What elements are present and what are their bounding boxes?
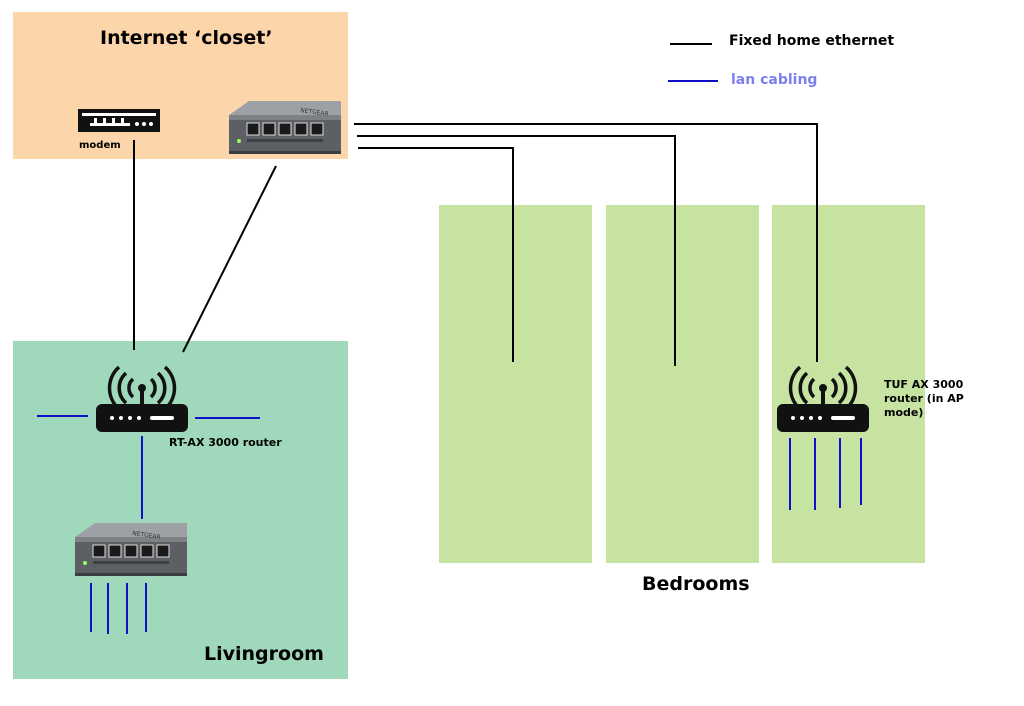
livingroom-area: [13, 341, 348, 679]
modem-icon: [78, 109, 160, 132]
rt-ax3000-router-icon: [94, 365, 190, 434]
livingroom-label: Livingroom: [204, 643, 324, 665]
livingroom-switch-icon: [74, 522, 188, 577]
modem-label: modem: [79, 140, 121, 151]
switch-to-bedroom2-line: [357, 135, 676, 366]
livingroom-switch-brand: NETGEAR: [132, 530, 161, 541]
bedroom-2: [606, 205, 759, 563]
legend-fixed-label: Fixed home ethernet: [729, 33, 895, 49]
fixed-ethernet-lines: [133, 43, 818, 366]
bedroom-3: [772, 205, 925, 563]
tuf-ax3000-router-icon: [775, 365, 871, 434]
switch-to-router-line: [182, 165, 277, 353]
lan-cabling-lines: [37, 80, 862, 634]
closet-switch-brand: NETGEAR: [300, 107, 329, 118]
bedroom-1: [439, 205, 592, 563]
switch-to-bedroom3-line: [354, 123, 818, 362]
switch-to-bedroom1-line: [358, 147, 514, 362]
ap-router-label: TUF AX 3000 router (in AP mode): [884, 378, 964, 419]
legend-lan-label: lan cabling: [731, 72, 818, 88]
closet-switch-icon: [228, 100, 342, 155]
main-router-label: RT-AX 3000 router: [169, 436, 282, 449]
closet-label: Internet ‘closet’: [100, 27, 273, 49]
bedrooms-label: Bedrooms: [642, 573, 750, 595]
